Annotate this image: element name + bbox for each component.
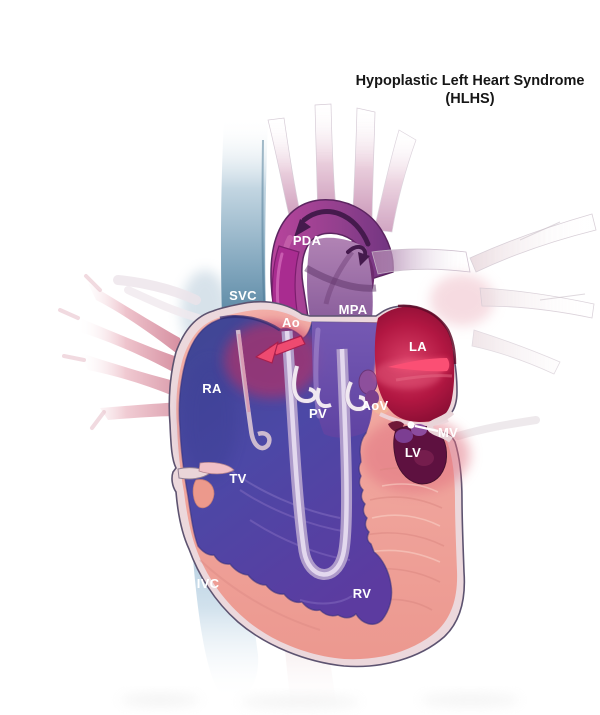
- label-ra: RA: [202, 381, 222, 396]
- ground-shadow: [120, 694, 520, 708]
- ventricular-flow-tube: [281, 330, 353, 580]
- pda-flow-arrow: [346, 245, 370, 266]
- left-pulmonary-artery: [371, 248, 471, 275]
- label-ao: Ao: [282, 315, 300, 330]
- label-ivc: IVC: [197, 576, 220, 591]
- anatomy-labels: PDA SVC Ao MPA LA RA PV AoV MV LV TV IVC…: [197, 233, 458, 601]
- main-pulmonary-artery-trunk: [304, 237, 377, 318]
- la-flow-streak-arrow: [388, 358, 453, 382]
- label-tv: TV: [229, 471, 246, 486]
- title-line-1: Hypoplastic Left Heart Syndrome: [356, 73, 585, 89]
- label-pda: PDA: [293, 233, 322, 248]
- label-pv: PV: [309, 406, 327, 421]
- label-mpa: MPA: [339, 302, 368, 317]
- atrial-septum-tube: [235, 329, 272, 451]
- label-mv: MV: [438, 425, 458, 440]
- retrograde-arch-flow-arrow: [294, 209, 371, 247]
- label-la: LA: [409, 339, 427, 354]
- aortic-valve-leaflet: [344, 369, 389, 414]
- atrial-mixing-flow-arrow: [255, 335, 306, 364]
- tricuspid-valve: [177, 462, 235, 509]
- label-rv: RV: [353, 586, 371, 601]
- right-pulmonary-vessels-left-side: [58, 274, 202, 430]
- title-line-2: (HLHS): [445, 91, 494, 107]
- label-svc: SVC: [229, 288, 257, 303]
- left-pulmonary-vessels-right-side: [430, 213, 597, 440]
- label-lv: LV: [405, 445, 421, 460]
- figure-title: Hypoplastic Left Heart Syndrome (HLHS): [356, 73, 585, 107]
- mitral-valve-marker: [407, 409, 455, 443]
- aortic-arch-branch-vessels: [267, 103, 417, 233]
- papillary-muscle: [192, 479, 215, 509]
- pulmonary-valve-leaflets: [291, 365, 332, 408]
- label-aov: AoV: [362, 398, 389, 413]
